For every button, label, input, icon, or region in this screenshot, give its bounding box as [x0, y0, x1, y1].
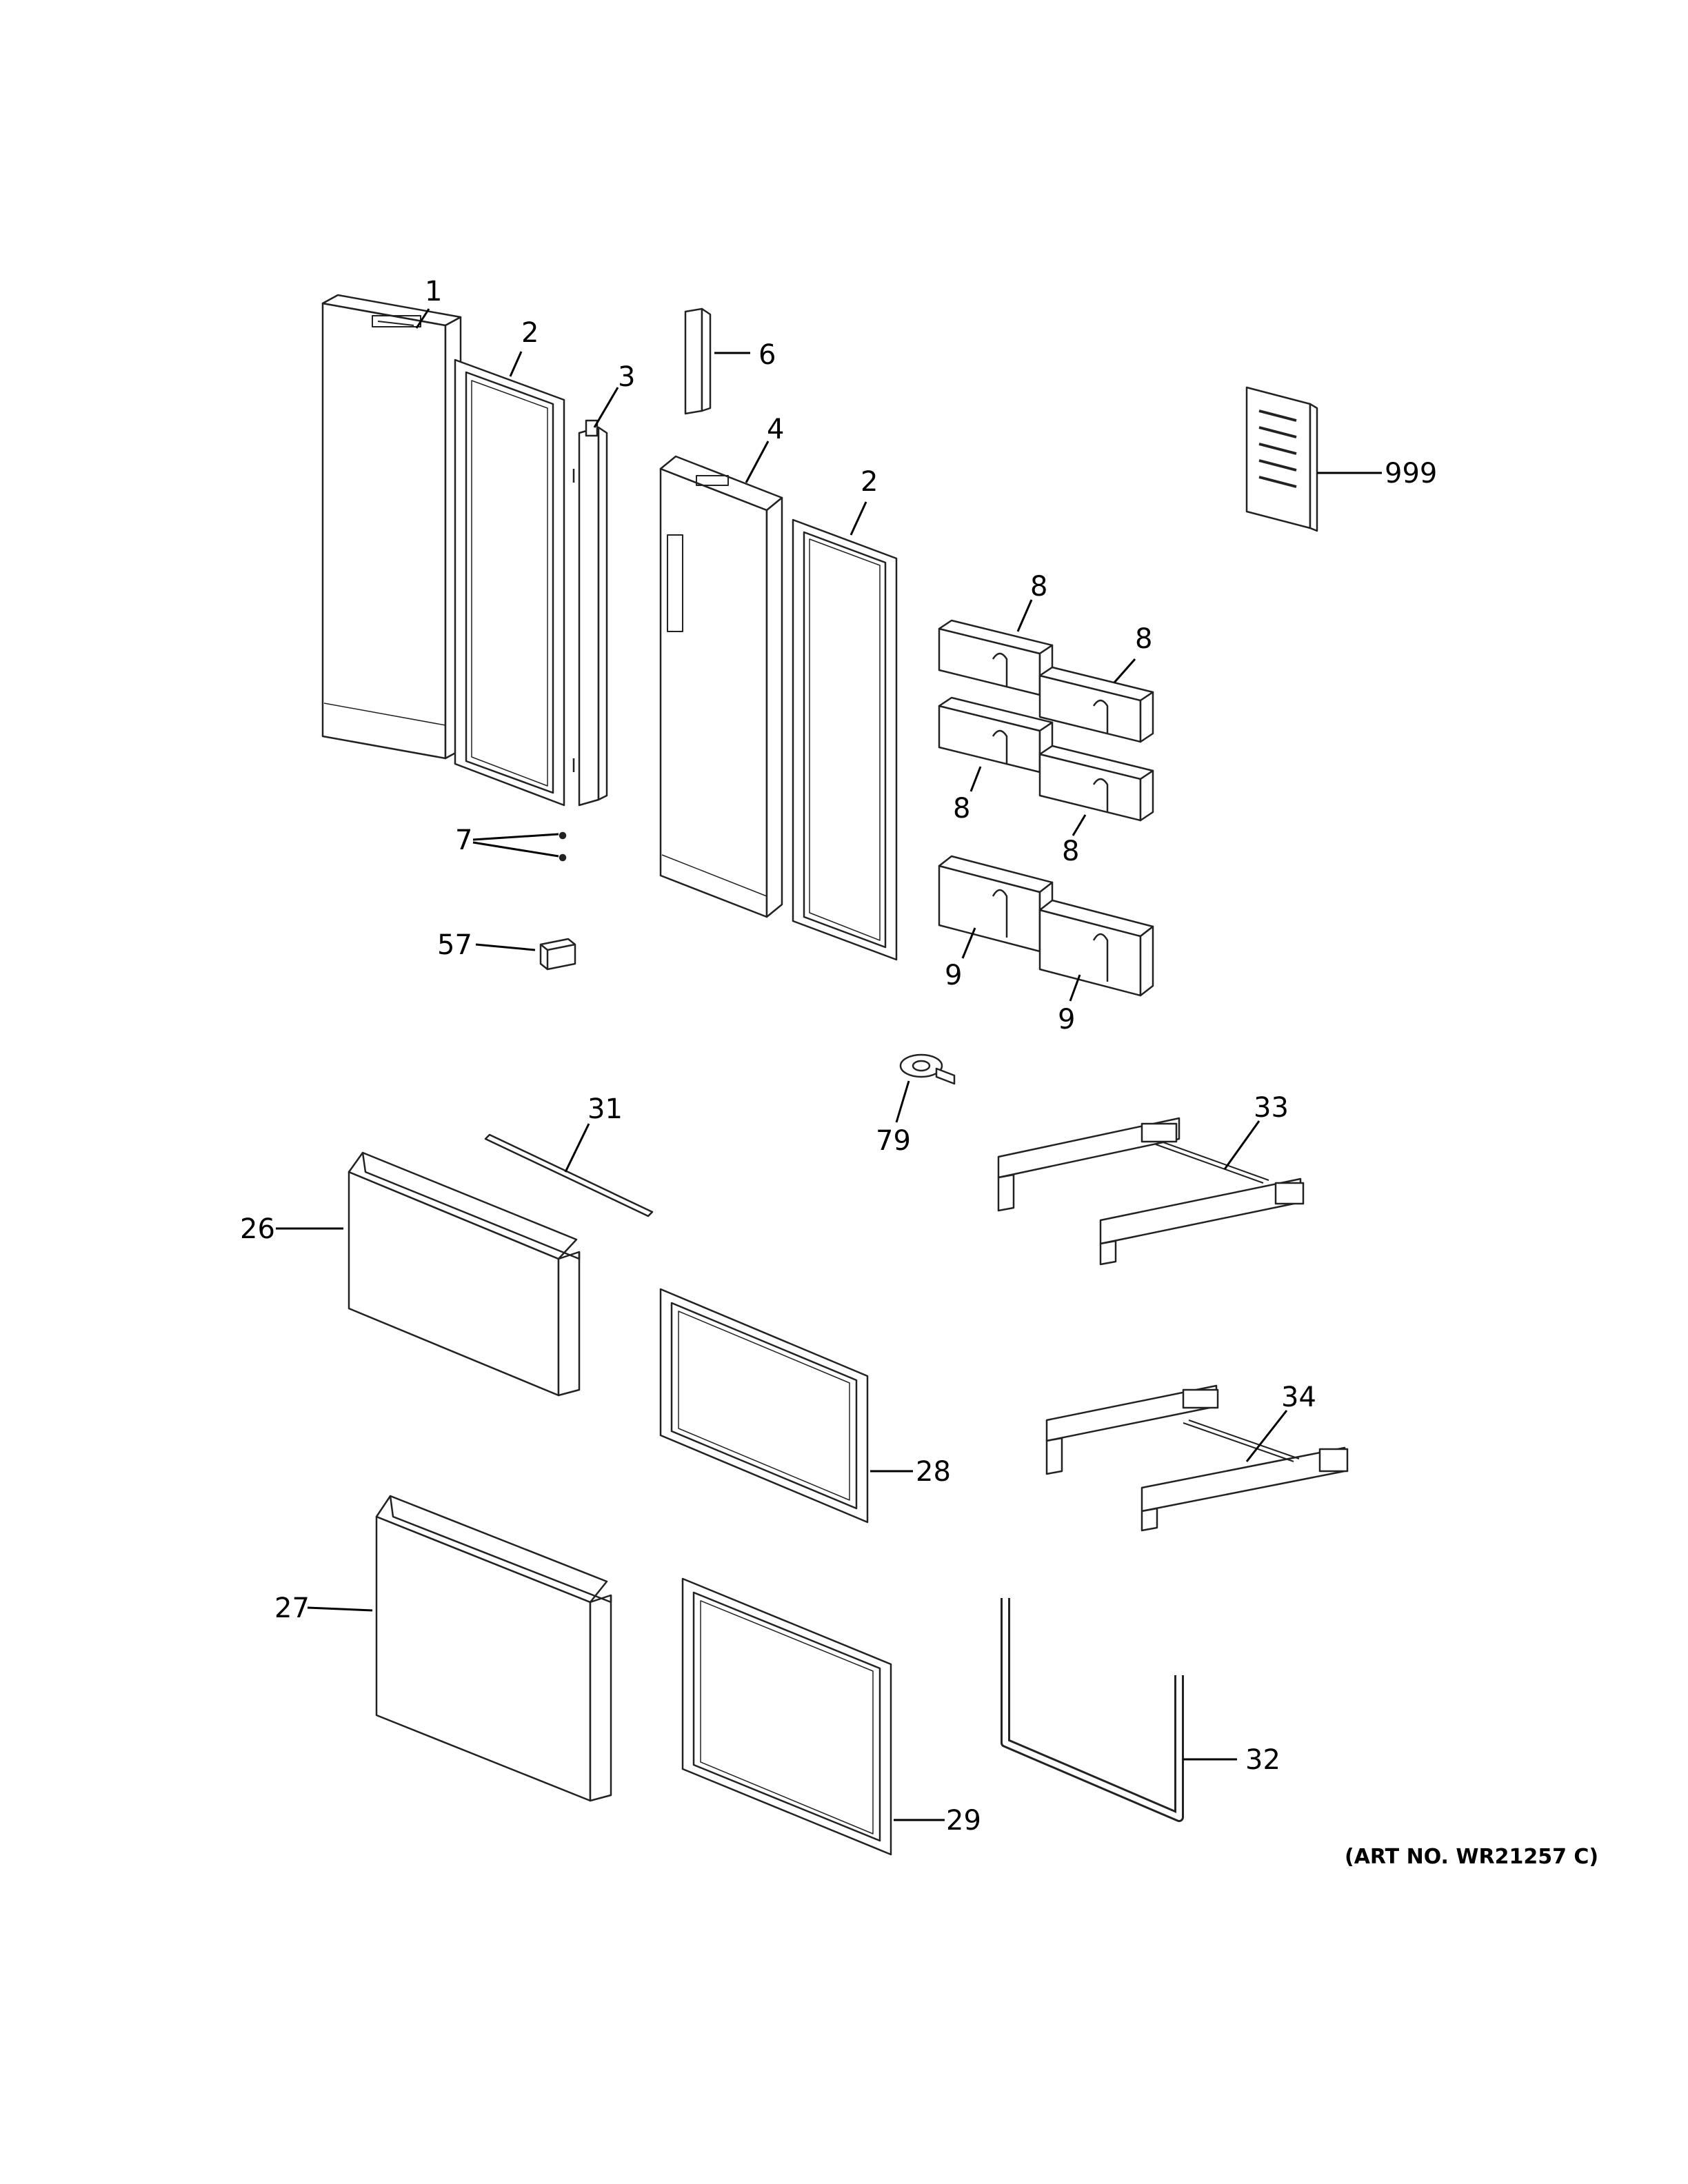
callout-4: 4	[767, 414, 784, 445]
part-8-door-bin-c	[938, 696, 1054, 774]
callout-9-b: 9	[1058, 1004, 1075, 1035]
callout-3: 3	[618, 361, 635, 393]
part-9-deep-bin-b	[1038, 899, 1154, 997]
callout-8-d: 8	[1062, 836, 1079, 867]
part-29-gasket-lower	[681, 1577, 892, 1856]
part-6-small-trim	[684, 307, 712, 415]
part-999-manual	[1245, 386, 1318, 532]
part-31-strip	[484, 1133, 654, 1217]
callout-34: 34	[1281, 1382, 1316, 1413]
callout-33: 33	[1254, 1092, 1289, 1124]
callout-29: 29	[946, 1805, 981, 1837]
part-2-gasket-right	[792, 518, 898, 961]
callout-2-left: 2	[521, 317, 539, 349]
part-8-door-bin-d	[1038, 745, 1154, 822]
part-27-drawer-front-lower	[375, 1495, 612, 1802]
part-3-trim-strip	[572, 419, 608, 807]
callout-32: 32	[1245, 1744, 1280, 1776]
callout-1: 1	[425, 276, 442, 307]
callout-8-b: 8	[1135, 623, 1152, 655]
callout-999: 999	[1385, 458, 1437, 489]
callout-27: 27	[274, 1593, 310, 1624]
part-32-u-seal	[1001, 1598, 1184, 1822]
part-2-gasket-left	[454, 358, 565, 807]
callout-28: 28	[916, 1456, 951, 1488]
part-1-left-door	[321, 294, 462, 760]
part-7-screws	[559, 831, 567, 862]
callout-79: 79	[876, 1125, 911, 1157]
callout-57: 57	[437, 929, 472, 961]
callout-8-c: 8	[953, 793, 970, 825]
callout-labels: 1 2 3 6 4 2 999 8 8 8 8 9 9 7 57 79 31 3…	[240, 276, 1437, 1837]
part-57-block	[539, 938, 576, 971]
callout-9-a: 9	[945, 960, 962, 991]
callout-7: 7	[455, 825, 472, 856]
leader-lines	[276, 308, 1382, 1821]
part-26-drawer-front-upper	[348, 1151, 581, 1397]
part-34-slide-rails-lower	[1045, 1384, 1349, 1532]
part-79-hinge	[899, 1053, 956, 1085]
part-8-door-bin-a	[938, 619, 1054, 696]
callout-26: 26	[240, 1213, 275, 1245]
callout-6: 6	[758, 339, 776, 371]
callout-8-a: 8	[1030, 571, 1047, 603]
part-8-door-bin-b	[1038, 666, 1154, 743]
callout-31: 31	[587, 1093, 623, 1125]
part-4-right-door	[659, 455, 783, 918]
part-28-gasket-upper	[659, 1288, 869, 1524]
art-number-label: (ART NO. WR21257 C)	[1345, 1845, 1599, 1869]
callout-2-right: 2	[861, 466, 878, 498]
part-9-deep-bin-a	[938, 855, 1054, 953]
part-33-slide-rails-upper	[997, 1117, 1305, 1266]
